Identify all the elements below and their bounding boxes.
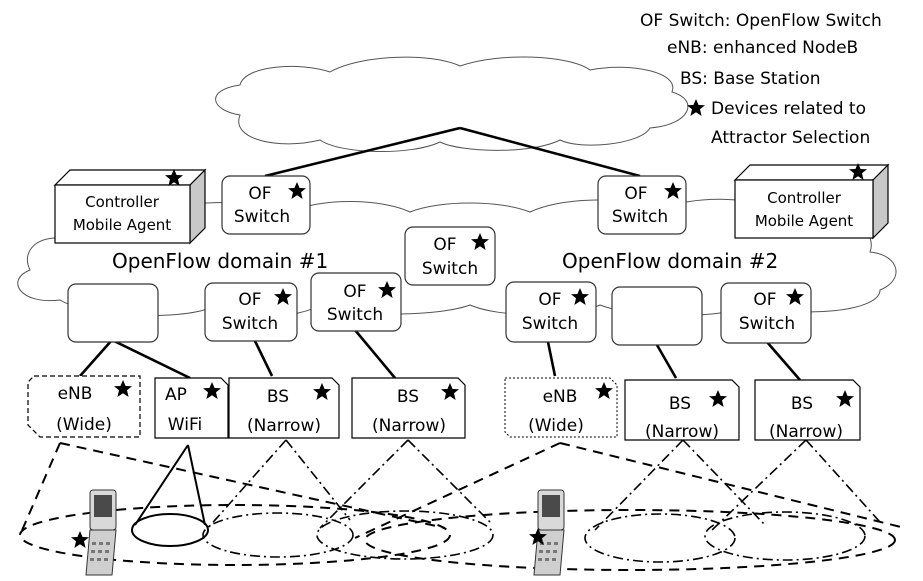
controller-right-line2: Mobile Agent xyxy=(755,212,853,230)
base-station-enb-1: eNB (Wide) xyxy=(27,375,141,438)
backbone-link-right xyxy=(459,126,641,178)
link-sw-bs1 xyxy=(253,340,274,377)
svg-text:WiFi: WiFi xyxy=(168,415,202,435)
of-switch-center: OF Switch xyxy=(404,226,496,286)
svg-text:(Narrow): (Narrow) xyxy=(645,422,719,442)
coverage-bs-3 xyxy=(584,439,766,563)
svg-text:AP: AP xyxy=(165,385,187,405)
of-switch-top-left: OF Switch xyxy=(221,175,311,235)
link-sw-bs4 xyxy=(766,341,801,381)
svg-text:BS: BS xyxy=(397,387,419,407)
coverage-bs-4 xyxy=(704,439,881,561)
base-station-bs-3: BS (Narrow) xyxy=(624,379,740,442)
svg-text:OF: OF xyxy=(538,290,561,310)
controller-left-line1: Controller xyxy=(85,193,160,211)
legend-star-line2: Attractor Selection xyxy=(711,128,870,148)
of-switch-d2-a: OF Switch xyxy=(505,281,597,343)
coverage-bs-1 xyxy=(202,439,354,558)
svg-text:(Wide): (Wide) xyxy=(528,416,584,436)
svg-text:Switch: Switch xyxy=(612,207,668,227)
controller-right: Controller Mobile Agent xyxy=(733,163,890,240)
svg-text:Switch: Switch xyxy=(222,314,278,334)
link-sw-enb2 xyxy=(546,341,557,377)
coverage-wifi xyxy=(131,444,209,547)
base-station-enb-2: eNB (Wide) xyxy=(504,377,618,438)
of-switch-top-right: OF Switch xyxy=(597,175,687,235)
of-switch-d2-b: OF Switch xyxy=(720,282,812,344)
legend-star-icon xyxy=(687,99,705,116)
link-blank1-enb xyxy=(79,339,113,377)
base-station-bs-2: BS (Narrow) xyxy=(351,377,466,439)
svg-text:BS: BS xyxy=(669,394,691,414)
controller-left-line2: Mobile Agent xyxy=(73,216,171,234)
mobile-phone-icon xyxy=(71,489,117,576)
svg-text:Switch: Switch xyxy=(739,314,795,334)
coverage-bs-2 xyxy=(316,439,494,560)
backbone-link-left xyxy=(264,126,461,178)
controller-right-line1: Controller xyxy=(767,189,842,207)
mobile-phone-icon xyxy=(529,489,565,576)
svg-text:OF: OF xyxy=(753,290,776,310)
svg-text:Switch: Switch xyxy=(522,314,578,334)
coverage-enb-1 xyxy=(19,442,451,566)
svg-text:(Narrow): (Narrow) xyxy=(769,422,843,442)
domain-2-label: OpenFlow domain #2 xyxy=(562,249,778,273)
svg-text:OF: OF xyxy=(343,282,366,302)
svg-text:(Wide): (Wide) xyxy=(56,415,112,435)
link-sw-bs2 xyxy=(354,329,396,379)
legend-of-switch: OF Switch: OpenFlow Switch xyxy=(640,11,882,31)
attractor-star-icon xyxy=(71,531,89,548)
base-station-bs-4: BS (Narrow) xyxy=(754,379,861,442)
legend: OF Switch: OpenFlow Switch eNB: enhanced… xyxy=(640,11,882,148)
svg-text:(Narrow): (Narrow) xyxy=(247,416,321,436)
svg-text:BS: BS xyxy=(791,394,813,414)
svg-text:(Narrow): (Narrow) xyxy=(372,416,446,436)
link-blank2-bs3 xyxy=(655,344,678,379)
svg-text:Switch: Switch xyxy=(422,259,478,279)
legend-bs: BS: Base Station xyxy=(680,69,821,89)
blank-switch-d2 xyxy=(611,286,703,346)
domain-1-label: OpenFlow domain #1 xyxy=(112,249,328,273)
controller-left: Controller Mobile Agent xyxy=(53,168,207,245)
svg-text:OF: OF xyxy=(248,184,271,204)
of-switch-d1-a: OF Switch xyxy=(204,282,298,342)
svg-text:eNB: eNB xyxy=(543,387,578,407)
link-blank1-ap xyxy=(111,338,191,380)
svg-text:Switch: Switch xyxy=(234,207,290,227)
legend-star-line1: Devices related to xyxy=(711,99,866,119)
svg-text:OF: OF xyxy=(433,235,456,255)
svg-text:OF: OF xyxy=(238,290,261,310)
backbone-cloud xyxy=(215,56,689,152)
coverage-enb-2 xyxy=(354,442,906,571)
base-station-ap-wifi: AP WiFi xyxy=(154,377,229,439)
svg-text:Switch: Switch xyxy=(327,305,383,325)
svg-text:BS: BS xyxy=(267,387,289,407)
of-switch-d1-b: OF Switch xyxy=(310,272,402,332)
legend-enb: eNB: enhanced NodeB xyxy=(667,38,858,58)
svg-text:OF: OF xyxy=(624,184,647,204)
base-station-bs-1: BS (Narrow) xyxy=(228,377,340,439)
blank-switch-d1 xyxy=(67,283,159,343)
svg-text:eNB: eNB xyxy=(58,384,93,404)
